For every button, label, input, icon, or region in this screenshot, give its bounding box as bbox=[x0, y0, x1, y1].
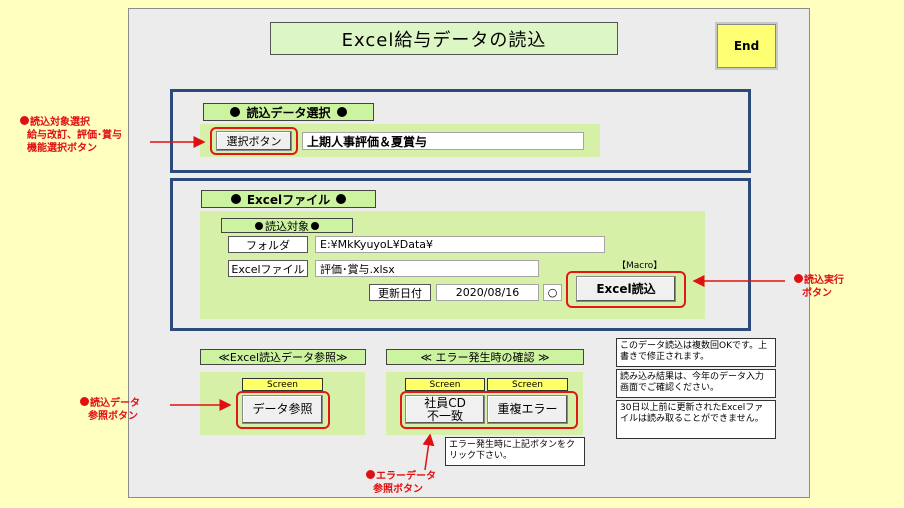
annotation-text: 読込データ bbox=[90, 398, 140, 409]
bullet-icon bbox=[336, 194, 347, 204]
status-indicator: ○ bbox=[543, 284, 562, 301]
employee-cd-mismatch-button[interactable]: 社員CD 不一致 bbox=[405, 395, 485, 424]
bullet-icon bbox=[255, 221, 263, 230]
excel-file-label: Excelファイル bbox=[228, 260, 308, 277]
info-note: 読み込み結果は、今年のデータ入力画面でご確認ください。 bbox=[616, 369, 776, 398]
excel-read-button[interactable]: Excel読込 bbox=[576, 276, 676, 302]
info-note: 30日以上前に更新されたExcelファイルは読み取ることができません。 bbox=[616, 400, 776, 439]
arrow-to-error-buttons bbox=[422, 433, 435, 471]
read-button-highlight bbox=[566, 271, 686, 308]
red-dot-icon bbox=[794, 274, 803, 283]
update-date-field: 2020/08/16 bbox=[436, 284, 539, 301]
folder-field[interactable]: E:¥MkKyuyoL¥Data¥ bbox=[315, 236, 605, 253]
data-select-header: 読込データ選択 bbox=[203, 103, 374, 121]
annotation-text: 機能選択ボタン bbox=[27, 143, 97, 154]
data-reference-button[interactable]: データ参照 bbox=[242, 395, 323, 424]
annotation-error: エラーデータ 参照ボタン bbox=[366, 470, 436, 496]
select-button-highlight bbox=[210, 127, 298, 155]
update-date-label: 更新日付 bbox=[369, 284, 431, 301]
data-reference-highlight bbox=[236, 391, 330, 429]
selected-data-field: 上期人事評価＆夏賞与 bbox=[302, 132, 584, 150]
bullet-icon bbox=[336, 107, 347, 117]
annotation-text: エラーデータ bbox=[376, 471, 436, 482]
annotation-select: 読込対象選択 給与改訂、評価･賞与 機能選択ボタン bbox=[20, 116, 122, 155]
excel-file-header: Excelファイル bbox=[201, 190, 376, 208]
end-button[interactable]: End bbox=[715, 22, 778, 70]
bullet-icon bbox=[230, 194, 241, 204]
annotation-text: ボタン bbox=[802, 288, 832, 299]
annotation-text: 給与改訂、評価･賞与 bbox=[27, 130, 122, 141]
page-title: Excel給与データの読込 bbox=[270, 22, 618, 55]
annotation-reference: 読込データ 参照ボタン bbox=[80, 397, 140, 423]
read-target-header: 読込対象 bbox=[221, 218, 353, 233]
screen-tag: Screen bbox=[487, 378, 568, 391]
error-check-header: ≪ エラー発生時の確認 ≫ bbox=[386, 349, 584, 365]
bullet-icon bbox=[230, 107, 241, 117]
red-dot-icon bbox=[20, 116, 29, 125]
button-line: 社員CD bbox=[424, 395, 466, 410]
select-button[interactable]: 選択ボタン bbox=[216, 131, 292, 151]
excel-file-header-label: Excelファイル bbox=[246, 192, 331, 207]
info-note: このデータ読込は複数回OKです。上書きで修正されます。 bbox=[616, 338, 776, 367]
annotation-text: 読込実行 bbox=[804, 275, 844, 286]
screen-tag: Screen bbox=[242, 378, 323, 391]
duplicate-error-button[interactable]: 重複エラー bbox=[487, 395, 568, 424]
red-dot-icon bbox=[80, 397, 89, 406]
screen-tag: Screen bbox=[405, 378, 485, 391]
red-dot-icon bbox=[366, 470, 375, 479]
error-hint-note: エラー発生時に上記ボタンをクリック下さい。 bbox=[445, 437, 585, 466]
error-buttons-highlight bbox=[400, 391, 578, 429]
folder-label: フォルダ bbox=[228, 236, 308, 253]
read-target-label: 読込対象 bbox=[265, 219, 309, 233]
button-line: 不一致 bbox=[426, 408, 463, 423]
annotation-read: 読込実行 ボタン bbox=[794, 274, 844, 300]
macro-tag: 【Macro】 bbox=[617, 261, 663, 271]
excel-file-field[interactable]: 評価･賞与.xlsx bbox=[315, 260, 539, 277]
data-reference-header: ≪Excel読込データ参照≫ bbox=[200, 349, 366, 365]
annotation-text: 参照ボタン bbox=[373, 484, 423, 495]
bullet-icon bbox=[311, 221, 319, 230]
annotation-text: 読込対象選択 bbox=[30, 117, 90, 128]
data-select-header-label: 読込データ選択 bbox=[246, 105, 331, 120]
annotation-text: 参照ボタン bbox=[88, 411, 138, 422]
